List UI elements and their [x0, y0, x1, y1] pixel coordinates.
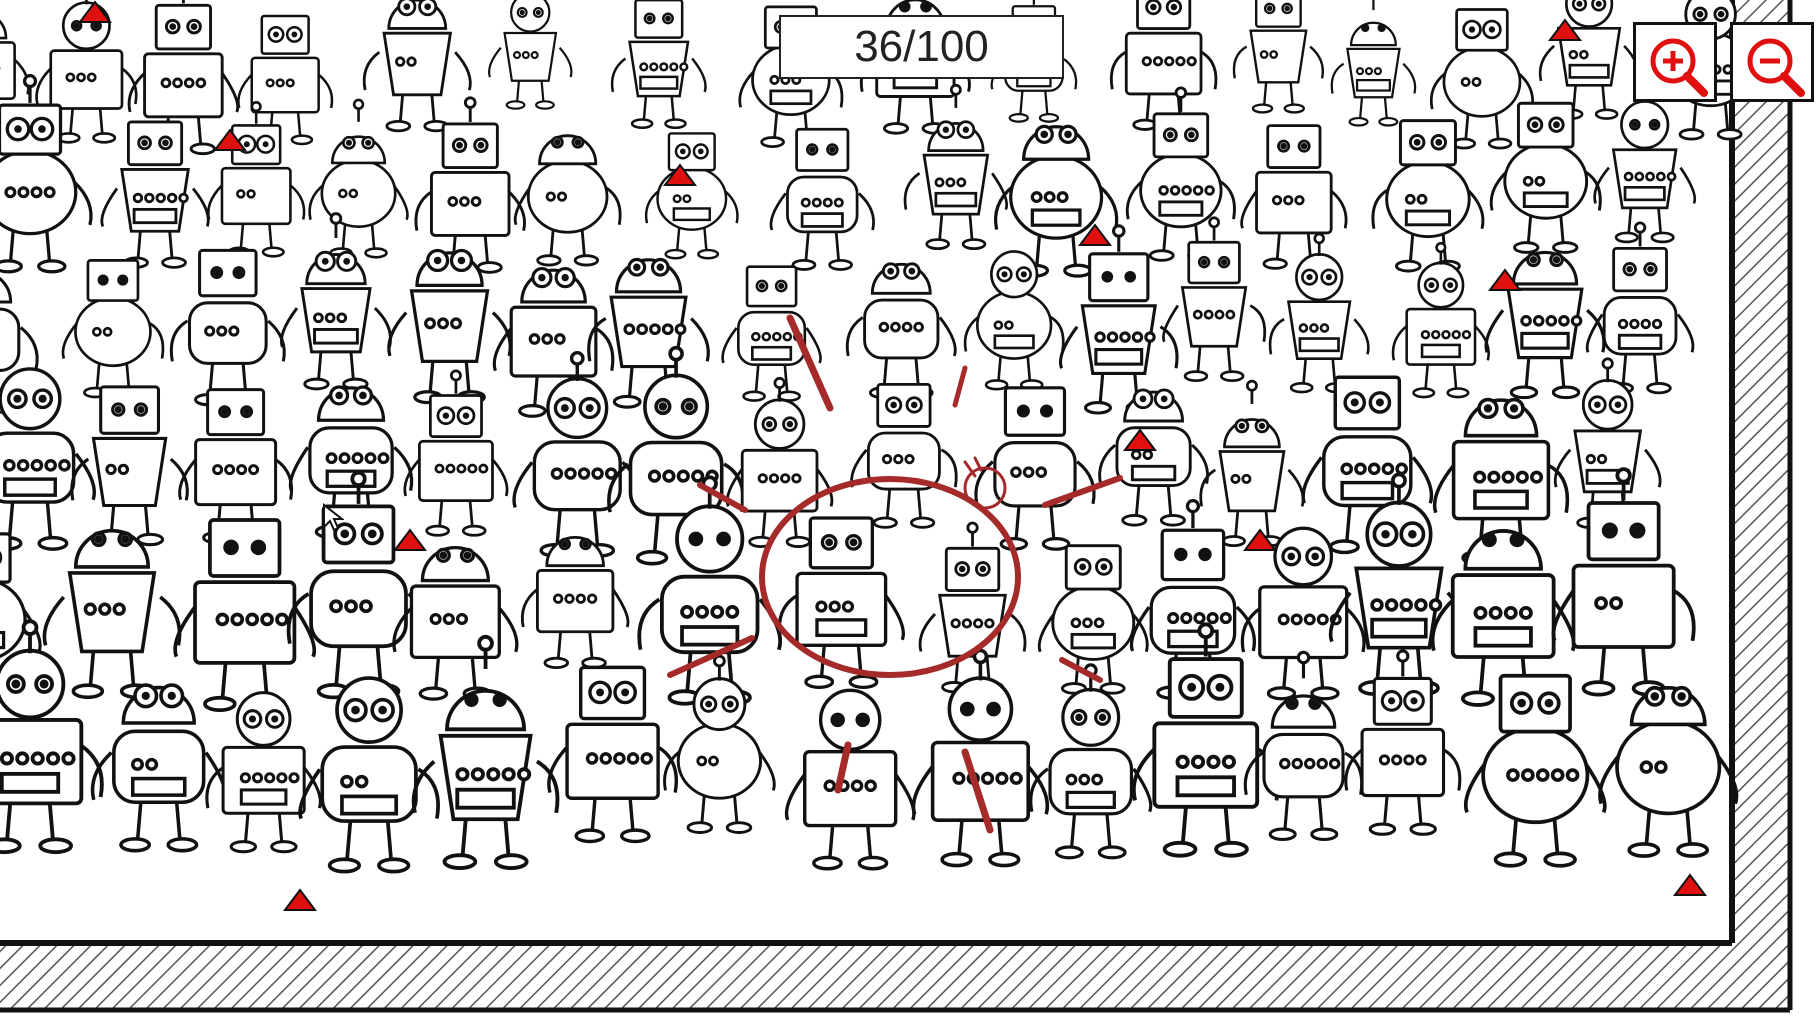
found-object-marker — [78, 0, 112, 23]
found-object-marker — [1078, 223, 1112, 246]
mouse-pointer-icon — [323, 503, 344, 532]
found-object-marker — [663, 163, 697, 186]
found-object-marker — [213, 128, 247, 151]
found-object-marker — [1123, 428, 1157, 451]
hint-highlight — [667, 314, 1123, 834]
lightbulb-icon — [963, 456, 1007, 510]
found-object-marker — [1673, 873, 1707, 896]
zoom-in-icon — [1650, 38, 1708, 97]
zoom-out-icon — [1747, 38, 1805, 97]
found-object-marker — [1548, 18, 1582, 41]
frame-border — [0, 0, 1793, 1013]
found-object-marker — [1243, 528, 1277, 551]
zoom-in-button[interactable] — [1633, 22, 1717, 102]
robot-crowd-illustration — [0, 0, 1766, 874]
found-object-marker — [1488, 268, 1522, 291]
zoom-out-button[interactable] — [1730, 22, 1814, 102]
found-object-marker — [283, 888, 317, 911]
hidden-objects-layer — [78, 0, 1707, 911]
found-object-marker — [393, 528, 427, 551]
progress-counter: 36/100 — [779, 15, 1064, 79]
